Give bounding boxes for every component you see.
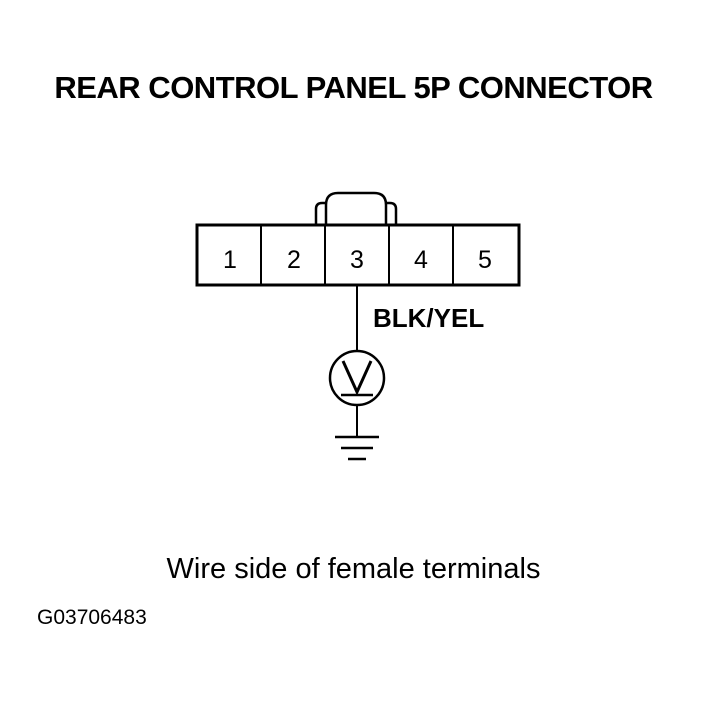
pin-2-label: 2: [287, 246, 301, 274]
connector-lock-tab: [324, 191, 388, 225]
voltmeter-icon: [328, 349, 386, 407]
connector-lock-tab-base: [314, 201, 398, 225]
pin-5-label: 5: [478, 246, 492, 274]
pin-1-label: 1: [223, 246, 237, 274]
caption: Wire side of female terminals: [166, 553, 541, 585]
ground-icon: [335, 435, 379, 461]
connector-body: [195, 223, 521, 287]
pin-4-label: 4: [414, 246, 428, 274]
figure-id: G03706483: [37, 606, 147, 629]
wire-color-label: BLK/YEL: [373, 303, 484, 333]
diagram-title: REAR CONTROL PANEL 5P CONNECTOR: [54, 70, 653, 105]
pin-3-label: 3: [350, 246, 364, 274]
